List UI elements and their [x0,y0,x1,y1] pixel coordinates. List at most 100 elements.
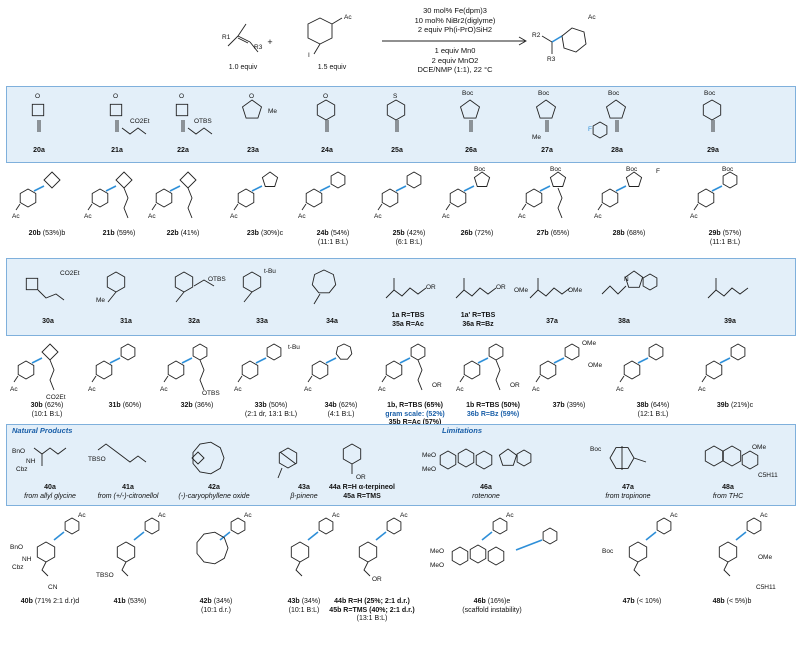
substrate-27a-boc: Boc [538,90,550,97]
label-25b: 25b(42%)(6:1 B:L) [372,230,446,247]
product-22b-ac: Ac [148,213,156,220]
substrate-37a-ome-2: OMe [568,287,583,294]
label-1b-line-1: 1b, R=TBS (65%) [387,402,443,409]
substrate-21a-structure [109,103,147,135]
np-47b-ac: Ac [670,512,678,519]
label-30a: 30a [10,318,86,327]
substrate-22a-otbs: OTBS [194,118,212,125]
label-32a: 32a [156,318,232,327]
label-38b-line-1: 38b [636,402,649,409]
np-label-terpineol: 44b R=H (25%; 2:1 d.r.)45b R=TMS (40%; 2… [326,598,418,624]
substrate-23a-structure [241,99,263,119]
product-32b-structure [163,343,208,391]
substrate-25a-s-atom: S [393,93,398,100]
label-33b-line-2: (50%) [268,402,288,409]
label-38a: 38a [586,318,662,327]
label-26a: 26a [436,147,506,156]
np-terpineol-ac: Ac [400,512,408,519]
np-46b-ac: Ac [506,512,514,519]
product-acetyl-label: Ac [588,14,596,21]
substrate-31a-me: Me [96,297,106,304]
natural-47a-boc: Boc [590,446,602,453]
product-30b-structure [13,343,59,391]
product-32b-otbs: OTBS [202,390,220,397]
product-22b-structure [151,171,197,219]
natural-label-46a-line-2: rotenone [472,492,500,500]
label-25a: 25a [362,147,432,156]
label-25b-line-2: (42%) [406,230,426,237]
label-25b-line-3: (6:1 B:L) [395,238,423,246]
label-1b2-line-2: 36b R=Bz (59%) [466,410,520,418]
label-34b: 34b(62%)(4:1 B:L) [300,402,382,419]
substrate-21a-o-atom: O [113,93,119,100]
product-30b-ac: Ac [10,386,18,393]
natural-product-41b-structure [116,517,160,577]
label-1b: 1b, R=TBS (65%)gram scale: (52%)35b R=Ac… [374,402,456,428]
natural-48a-c5h11: C5H11 [758,472,778,479]
label-23b-line-2: (30%)c [260,230,284,237]
substrate-28a-structure [592,99,627,139]
condition-4: 1 equiv Mn0 [434,46,476,55]
product-27b-structure [521,171,567,219]
np-label-43b: 43b(34%)(10:1 B:L) [258,598,350,615]
label-31b-line-1: 31b [108,402,121,409]
condition-1: 30 mol% Fe(dpm)3 [423,6,487,15]
np-48b-c5h11: C5H11 [756,584,776,591]
label-37b: 37b(39%) [528,402,610,411]
product-24b-ac: Ac [298,213,306,220]
reagent2-equiv: 1.5 equiv [317,64,347,71]
np-40b-cbz: Cbz [12,564,24,571]
natural-41a-structure [97,443,147,463]
natural-48a-structure [704,445,759,470]
natural-44a-or: OR [356,474,366,481]
natural-product-47b-structure [628,517,672,577]
np-label-40b-line-2: (71% 2:1 d.r)d [34,598,80,605]
label-32b: 32b(36%) [156,402,238,411]
label-32b-line-1: 32b [180,402,193,409]
condition-3: 2 equiv Ph(i-PrO)SiH2 [417,25,493,34]
label-32b-line-2: (36%) [194,402,214,409]
label-39b-line-2: (21%)c [730,402,754,409]
substrate-22a-o-atom: O [179,93,185,100]
np-41b-ac: Ac [158,512,166,519]
label-22b: 22b(41%) [146,230,220,239]
natural-product-40b-structure [36,517,80,577]
label-32a-line-1: 32a [188,318,200,325]
np-43b-ac: Ac [332,512,340,519]
product-structure [541,27,587,54]
product-31b-ac: Ac [88,386,96,393]
product-1b2-or: OR [510,382,520,389]
natural-41a-tbso: TBSO [88,456,106,463]
substrate-37a-structure [529,278,571,299]
np-label-48b-line-1: 48b [712,598,725,605]
label-20b: 20b(53%)b [10,230,84,239]
condition-5: 2 equiv MnO2 [431,55,479,65]
label-20b-line-2: (53%)b [42,230,66,237]
label-28a-line-1: 28a [611,147,623,154]
label-37b-line-1: 37b [552,402,565,409]
label-31b-line-2: (60%) [122,402,142,409]
label-31a: 31a [88,318,164,327]
np-label-41b-line-2: (53%) [127,598,147,605]
substrate-5-or: OR [426,284,436,291]
product-33b-tbu: t-Bu [288,344,300,351]
label-21a-line-1: 21a [111,147,123,154]
natural-label-43a-line-2: β-pinene [290,492,318,500]
np-48b-ome: OMe [758,554,773,561]
np-label-47b-line-2: (< 10%) [636,598,662,605]
natural-43a-structure [277,447,298,479]
substrate-34a-structure [311,269,337,305]
np-40b-bno: BnO [10,544,24,551]
label-30b-line-3: (10:1 B:L) [31,410,63,418]
label-34a: 34a [294,318,370,327]
natural-40a-cbz: Cbz [16,466,28,473]
label-37a: 37a [514,318,590,327]
np-label-43b-line-2: (34%) [301,598,321,605]
product-21b-ac: Ac [84,213,92,220]
label-30a-line-1: 30a [42,318,54,325]
np-label-40b-line-1: 40b [20,598,33,605]
